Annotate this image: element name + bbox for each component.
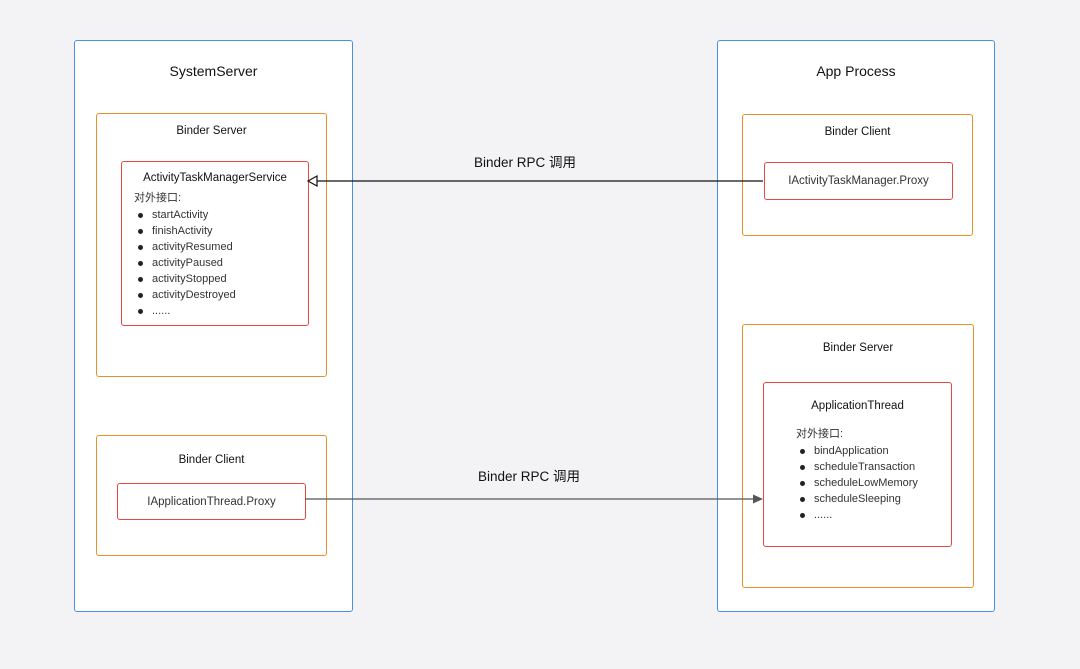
interface-label: 对外接口: [134, 192, 182, 204]
binder-client-title: Binder Client [178, 454, 245, 466]
application-thread-method-list: bindApplication scheduleTransaction sche… [764, 443, 951, 523]
system-server-title: SystemServer [169, 63, 258, 79]
rpc-call-label-bottom: Binder RPC 调用 [478, 469, 581, 484]
binder-client-title: Binder Client [824, 126, 891, 138]
app-binder-server: Binder Server ApplicationThread 对外接口: bi… [742, 324, 974, 588]
method-item: finishActivity [136, 223, 308, 239]
system-server-binder-client: Binder Client IApplicationThread.Proxy [96, 435, 327, 556]
iapplication-thread-proxy-label: IApplicationThread.Proxy [147, 495, 276, 508]
hollow-arrowhead [306, 174, 318, 188]
rpc-call-label-top: Binder RPC 调用 [474, 155, 577, 170]
application-thread-box: ApplicationThread 对外接口: bindApplication … [763, 382, 952, 547]
method-item: startActivity [136, 207, 308, 223]
method-item: activityResumed [136, 239, 308, 255]
app-binder-client: Binder Client IActivityTaskManager.Proxy [742, 114, 973, 236]
method-item: bindApplication [798, 443, 951, 459]
method-item: activityDestroyed [136, 287, 308, 303]
method-item: scheduleSleeping [798, 491, 951, 507]
method-item: scheduleTransaction [798, 459, 951, 475]
method-item: activityStopped [136, 271, 308, 287]
iactivity-task-manager-proxy-box: IActivityTaskManager.Proxy [764, 162, 953, 200]
method-item: ...... [798, 507, 951, 523]
method-item: ...... [136, 303, 308, 319]
application-thread-name: ApplicationThread [811, 400, 904, 412]
method-item: scheduleLowMemory [798, 475, 951, 491]
system-server-process: SystemServer Binder Server ActivityTaskM… [74, 40, 353, 612]
system-server-binder-server: Binder Server ActivityTaskManagerService… [96, 113, 327, 377]
filled-arrowhead [753, 494, 763, 504]
app-process: App Process Binder Client IActivityTaskM… [717, 40, 995, 612]
activity-task-manager-service-name: ActivityTaskManagerService [143, 172, 287, 184]
iactivity-task-manager-proxy-label: IActivityTaskManager.Proxy [788, 175, 929, 187]
atms-method-list: startActivity finishActivity activityRes… [122, 207, 308, 319]
activity-task-manager-service-box: ActivityTaskManagerService 对外接口: startAc… [121, 161, 309, 326]
interface-label: 对外接口: [796, 428, 844, 440]
app-process-title: App Process [816, 63, 896, 79]
binder-server-title: Binder Server [822, 342, 894, 354]
binder-server-title: Binder Server [176, 125, 247, 137]
method-item: activityPaused [136, 255, 308, 271]
iapplication-thread-proxy-box: IApplicationThread.Proxy [117, 483, 306, 520]
